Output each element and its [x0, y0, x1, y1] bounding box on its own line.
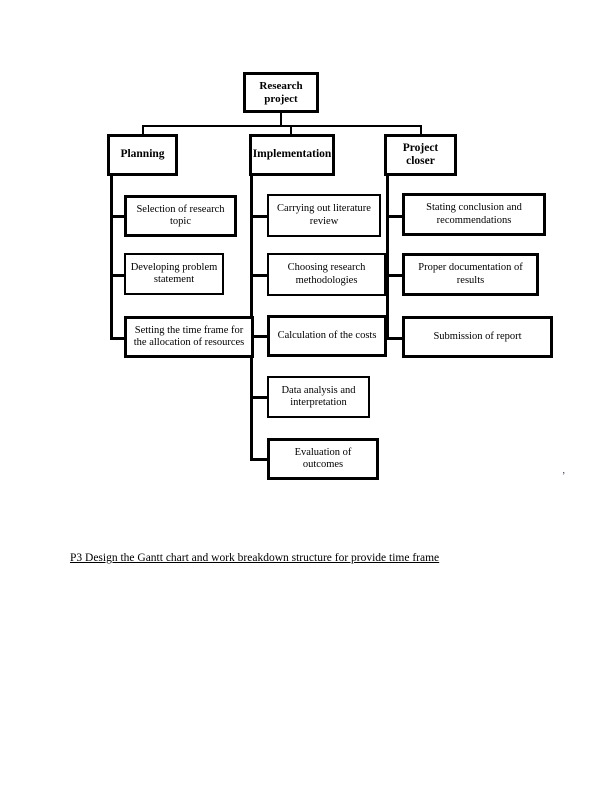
- connector-stub-project-closer-2: [386, 274, 403, 277]
- wbs-node-root-label: Research project: [259, 79, 303, 105]
- connector-stub-implementation-4: [250, 396, 268, 399]
- wbs-node-planning-label: Planning: [120, 148, 165, 161]
- wbs-leaf-implementation-4-label: Data analysis and interpretation: [281, 384, 356, 408]
- wbs-leaf-project-closer-3: Submission of report: [402, 316, 553, 358]
- wbs-leaf-project-closer-2-label: Proper documentation of results: [418, 262, 523, 286]
- wbs-leaf-implementation-3: Calculation of the costs: [267, 315, 387, 357]
- wbs-leaf-project-closer-1-label: Stating conclusion and recommendations: [426, 202, 522, 226]
- connector-root-drop: [280, 113, 282, 126]
- wbs-leaf-planning-1-label: Selection of research topic: [136, 203, 225, 227]
- wbs-node-implementation: Implementation: [249, 134, 335, 176]
- wbs-leaf-implementation-3-label: Calculation of the costs: [277, 329, 377, 341]
- connector-bus-drop-project-closer: [420, 125, 422, 135]
- connector-spine-planning: [110, 176, 113, 340]
- wbs-leaf-implementation-2: Choosing research methodologies: [267, 253, 386, 296]
- wbs-leaf-implementation-5: Evaluation of outcomes: [267, 438, 379, 480]
- connector-stub-planning-3: [110, 337, 126, 340]
- wbs-leaf-implementation-2-label: Choosing research methodologies: [287, 262, 366, 286]
- wbs-leaf-implementation-1: Carrying out literature review: [267, 194, 381, 237]
- wbs-leaf-implementation-1-label: Carrying out literature review: [277, 203, 371, 227]
- wbs-leaf-planning-3: Setting the time frame for the allocatio…: [124, 316, 254, 358]
- wbs-leaf-project-closer-3-label: Submission of report: [433, 330, 522, 342]
- page-caption: P3 Design the Gantt chart and work break…: [70, 552, 440, 564]
- wbs-leaf-implementation-4: Data analysis and interpretation: [267, 376, 370, 418]
- connector-stub-implementation-3: [250, 335, 268, 338]
- connector-spine-project-closer: [386, 176, 389, 340]
- connector-level2-bus: [142, 125, 422, 127]
- wbs-leaf-implementation-5-label: Evaluation of outcomes: [294, 446, 352, 470]
- wbs-node-root: Research project: [243, 72, 319, 113]
- connector-bus-drop-implementation: [290, 125, 292, 135]
- wbs-leaf-planning-3-label: Setting the time frame for the allocatio…: [133, 324, 245, 348]
- wbs-leaf-project-closer-2: Proper documentation of results: [402, 253, 539, 296]
- connector-stub-implementation-5: [250, 458, 268, 461]
- connector-stub-project-closer-1: [386, 215, 403, 218]
- wbs-node-implementation-label: Implementation: [252, 148, 332, 161]
- wbs-node-project-closer: Project closer: [384, 134, 457, 176]
- wbs-leaf-planning-2: Developing problem statement: [124, 253, 224, 295]
- wbs-leaf-planning-1: Selection of research topic: [124, 195, 237, 237]
- connector-stub-planning-2: [110, 274, 126, 277]
- wbs-node-planning: Planning: [107, 134, 178, 176]
- wbs-leaf-planning-2-label: Developing problem statement: [130, 261, 218, 285]
- wbs-node-project-closer-label: Project closer: [402, 141, 439, 167]
- connector-stub-project-closer-3: [386, 337, 403, 340]
- wbs-leaf-project-closer-1: Stating conclusion and recommendations: [402, 193, 546, 236]
- connector-stub-planning-1: [110, 215, 126, 218]
- connector-stub-implementation-1: [250, 215, 268, 218]
- connector-stub-implementation-2: [250, 274, 268, 277]
- stray-apostrophe-mark: ’: [562, 471, 566, 482]
- connector-bus-drop-planning: [142, 125, 144, 135]
